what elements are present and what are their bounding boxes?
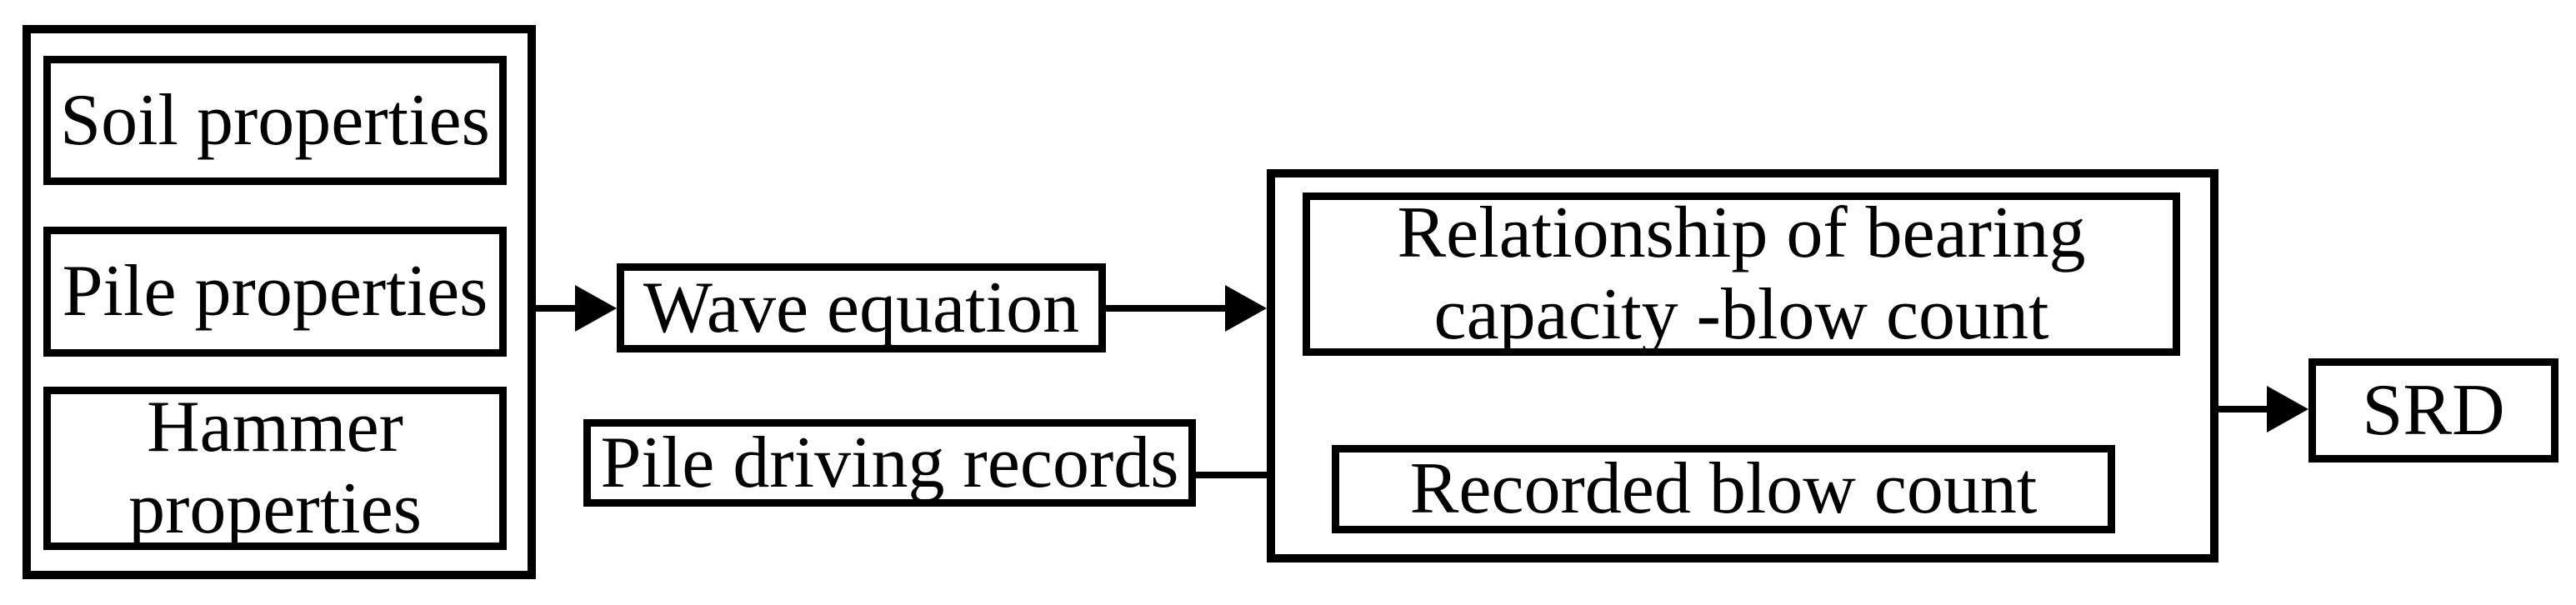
- hammer-properties-box: Hammer properties: [43, 387, 507, 550]
- pile-properties-label: Pile properties: [62, 251, 488, 332]
- recorded-blow-count-box: Recorded blow count: [1332, 445, 2115, 533]
- hammer-properties-label-line1: Hammer: [147, 387, 403, 468]
- arrow-shaft: [536, 305, 583, 312]
- arrow-shaft: [2218, 406, 2271, 412]
- arrow-shaft: [1196, 472, 1294, 478]
- relationship-label-line1: Relationship of bearing: [1397, 192, 2086, 273]
- relationship-label-line2: capacity -blow count: [1433, 274, 2049, 355]
- pile-driving-records-label: Pile driving records: [600, 422, 1179, 503]
- srd-output-box: SRD: [2308, 358, 2558, 462]
- input-properties-group-box: Soil properties Pile properties Hammer p…: [23, 25, 536, 579]
- soil-properties-box: Soil properties: [43, 56, 507, 185]
- soil-properties-label: Soil properties: [60, 79, 490, 161]
- arrow-head-icon: [1225, 285, 1267, 332]
- wave-equation-label: Wave equation: [643, 267, 1080, 348]
- analysis-group-box: Relationship of bearing capacity -blow c…: [1267, 169, 2218, 562]
- relationship-bearing-capacity-blow-count-box: Relationship of bearing capacity -blow c…: [1303, 192, 2180, 356]
- arrow-head-icon: [2267, 386, 2308, 432]
- arrow-shaft: [1106, 305, 1228, 312]
- pile-properties-box: Pile properties: [43, 227, 507, 357]
- pile-driving-records-box: Pile driving records: [583, 419, 1196, 507]
- wave-equation-box: Wave equation: [617, 263, 1106, 352]
- arrow-head-icon: [575, 285, 617, 332]
- hammer-properties-label-line2: properties: [128, 468, 422, 549]
- srd-label: SRD: [2362, 369, 2505, 451]
- recorded-blow-count-label: Recorded blow count: [1409, 448, 2038, 529]
